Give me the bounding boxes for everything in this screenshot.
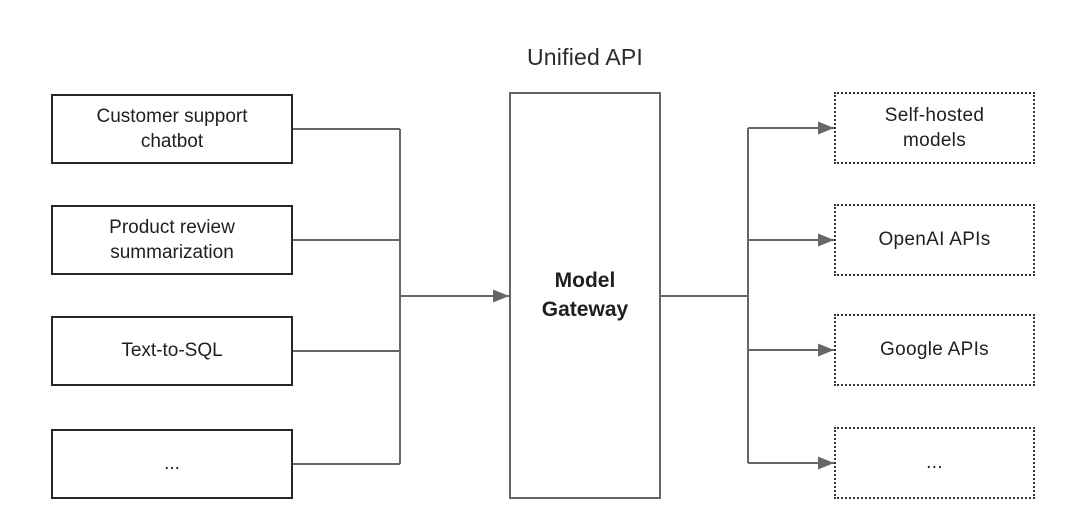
node-label: Customer support chatbot bbox=[96, 105, 248, 152]
node-model-gateway: Model Gateway bbox=[509, 92, 661, 499]
node-label: Text-to-SQL bbox=[121, 340, 223, 362]
node-google-apis: Google APIs bbox=[834, 314, 1035, 386]
node-openai-apis: OpenAI APIs bbox=[834, 204, 1035, 276]
node-label: ... bbox=[926, 452, 943, 474]
unified-api-label: Unified API bbox=[527, 44, 643, 70]
node-label: Model Gateway bbox=[541, 269, 629, 321]
node-customer-support-chatbot: Customer support chatbot bbox=[51, 94, 293, 164]
node-label: Product review summarization bbox=[109, 216, 235, 263]
node-text-to-sql: Text-to-SQL bbox=[51, 316, 293, 386]
node-use-case-more: ... bbox=[51, 429, 293, 499]
node-product-review-summarization: Product review summarization bbox=[51, 205, 293, 275]
node-label: OpenAI APIs bbox=[878, 229, 991, 251]
node-label: ... bbox=[164, 453, 180, 475]
node-label: Google APIs bbox=[880, 339, 989, 361]
node-self-hosted-models: Self-hosted models bbox=[834, 92, 1035, 164]
node-label: Self-hosted models bbox=[884, 104, 985, 151]
node-provider-more: ... bbox=[834, 427, 1035, 499]
